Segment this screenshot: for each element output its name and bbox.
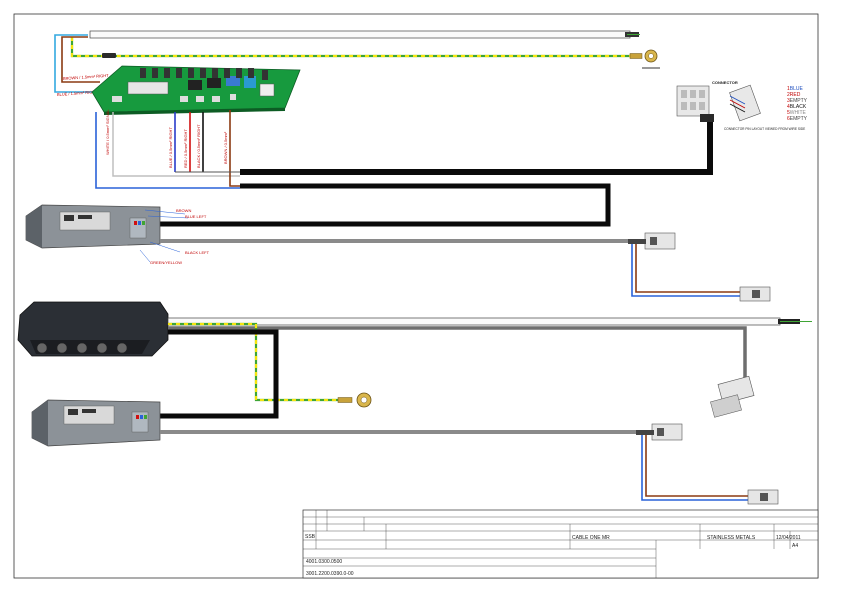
- svg-text:5WHITE: 5WHITE: [787, 110, 807, 116]
- red-mid-label: RED / 0.5mm² RIGHT: [183, 129, 188, 168]
- top-main-cable: [89, 30, 640, 39]
- led-driver-2: [31, 399, 161, 447]
- brown-wire-label: BROWN / 1.5mm² RIGHT: [63, 73, 110, 81]
- white-wire-board: [112, 112, 240, 177]
- ring-terminal-top: [629, 49, 658, 63]
- driver2-blue-branch: [641, 435, 748, 501]
- pin-legend-row-5: 5WHITE: [787, 110, 807, 116]
- control-board: [91, 65, 301, 115]
- svg-text:2RED: 2RED: [787, 92, 801, 98]
- driver1-callouts: BROWN BLUE LEFT BLACK LEFT GREEN/YELLOW: [139, 208, 210, 265]
- driver1-brown-branch: [635, 244, 740, 293]
- connector-title: CONNECTOR: [712, 80, 738, 85]
- bottom-right-plug: [710, 375, 755, 418]
- connector-note: CONNECTOR PIN LAYOUT VIEWED FROM WIRE SI…: [724, 127, 805, 131]
- title-description: CABLE ONE MR: [572, 535, 610, 541]
- black-bundle-to-connector: [240, 118, 713, 175]
- driver1-blue-branch: [631, 244, 740, 297]
- driver1-label-1: BROWN: [176, 208, 191, 213]
- title-drawing-number: 3001.2200.0390.0-00: [306, 571, 354, 577]
- driver2-brown-branch: [645, 435, 748, 497]
- pin-legend-row-6: 6EMPTY: [787, 116, 808, 122]
- cyan-wire-top: [54, 34, 95, 93]
- driver2-plug-a: [636, 423, 683, 441]
- title-material: STAINLESS METALS: [707, 535, 756, 541]
- white-wire-label: WHITE / 0.5mm² SIGNAL: [105, 109, 110, 155]
- bottom-main-cable: [167, 317, 781, 326]
- brown-wire-top: [61, 36, 100, 83]
- title-date: 12/04/2011: [776, 535, 801, 541]
- driver1-plug-b: [739, 286, 771, 302]
- driver1-label-3: BLACK LEFT: [185, 250, 210, 255]
- svg-text:3EMPTY: 3EMPTY: [787, 98, 808, 104]
- earth-wire-bottom: [168, 322, 340, 402]
- driver1-label-2: BLUE LEFT: [185, 214, 207, 219]
- gray-cable-to-plug: [168, 326, 747, 380]
- pin-legend-row-3: 3EMPTY: [787, 98, 808, 104]
- svg-text:6EMPTY: 6EMPTY: [787, 116, 808, 122]
- led-driver-1: [25, 204, 161, 249]
- blue-mid-label: BLUE / 0.5mm² RIGHT: [168, 127, 173, 168]
- title-block: SSB CABLE ONE MR STAINLESS METALS 12/04/…: [302, 509, 819, 579]
- blue-wire-label: BLUE / 1.5mm² RIGHT: [57, 89, 99, 97]
- svg-text:1BLUE: 1BLUE: [787, 86, 804, 92]
- black-mid-label: BLACK / 0.5mm² RIGHT: [196, 124, 201, 168]
- junction-box: [17, 301, 169, 357]
- title-item-code: 4001.0300.0500: [306, 559, 342, 565]
- connector-pinout-detail: CONNECTOR CONNECTOR PIN LAYOUT VIEWED FR…: [712, 80, 805, 131]
- black-bundle-to-driver2: [160, 329, 279, 419]
- pin-legend-row-2: 2RED: [787, 92, 801, 98]
- pin-legend-row-4: 4BLACK: [787, 104, 807, 110]
- ring-terminal-bottom: [337, 392, 372, 408]
- driver1-label-4: GREEN/YELLOW: [150, 260, 182, 265]
- black-bundle-to-driver1: [160, 183, 611, 227]
- multi-pin-connector: [676, 85, 714, 122]
- earth-wire-top: [70, 37, 630, 58]
- pin-legend: 1BLUE 2RED 3EMPTY 4BLACK 5WHITE 6EMPTY: [787, 86, 808, 122]
- brown-wire-right: [229, 110, 240, 187]
- svg-text:4BLACK: 4BLACK: [787, 104, 807, 110]
- bottom-cable-end: [778, 319, 812, 324]
- driver1-plug-a: [628, 232, 676, 250]
- title-size: A4: [792, 543, 798, 549]
- driver2-plug-b: [747, 489, 779, 505]
- title-designer: SSB: [305, 534, 316, 540]
- brown-right-label: BROWN / 0.5mm²: [223, 131, 228, 164]
- pin-legend-row-1: 1BLUE: [787, 86, 804, 92]
- blue-wire-board: [95, 112, 240, 189]
